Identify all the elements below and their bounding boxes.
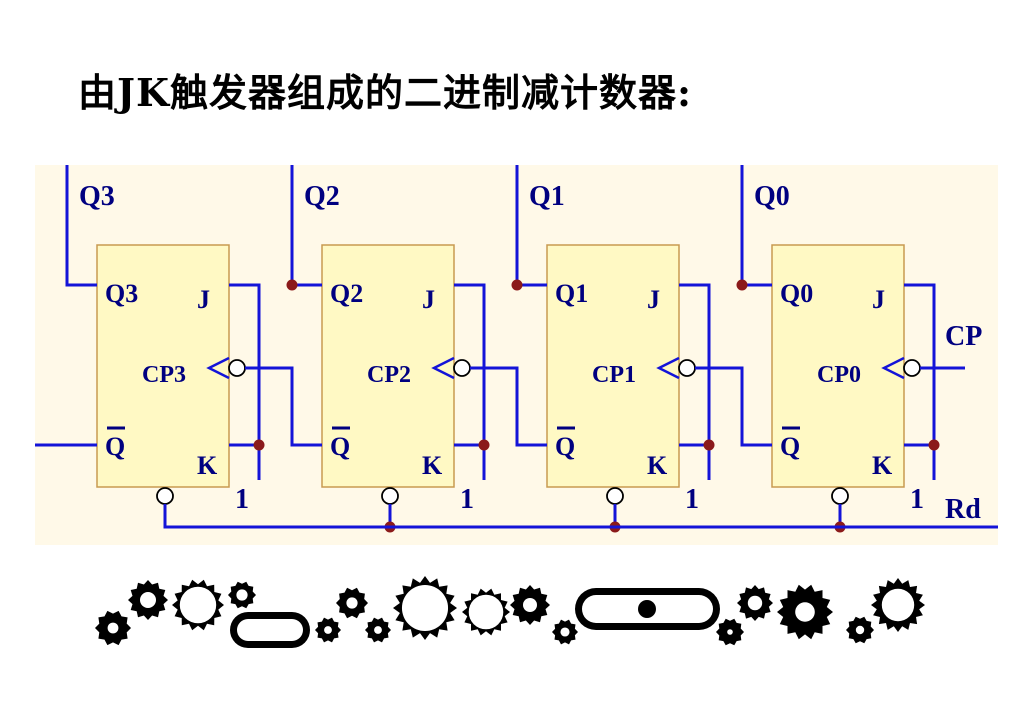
gear-icon xyxy=(336,587,368,619)
q-label: Q1 xyxy=(555,279,588,308)
junction-dot xyxy=(253,439,265,451)
gear-icon xyxy=(462,588,510,636)
j-tie-wire xyxy=(679,283,711,480)
reset-inversion-bubble xyxy=(156,487,174,505)
junction-dot xyxy=(511,279,523,291)
gear-icon xyxy=(871,578,925,632)
logic-one-label: 1 xyxy=(460,484,474,515)
qbar-to-clock-wire xyxy=(245,366,322,447)
gear-icon xyxy=(777,584,833,640)
qbar-label: Q xyxy=(330,432,350,461)
qbar-to-clock-wire xyxy=(470,366,547,447)
j-label: J xyxy=(422,285,435,314)
output-label-q3: Q3 xyxy=(79,181,115,212)
gear-icon xyxy=(315,617,341,643)
clock-input-label: CP xyxy=(945,321,982,352)
junction-dot xyxy=(478,439,490,451)
j-label: J xyxy=(872,285,885,314)
reset-input-label: Rd xyxy=(945,494,981,525)
j-tie-wire xyxy=(904,283,936,480)
reset-inversion-bubble xyxy=(831,487,849,505)
qbar-to-clock-wire xyxy=(695,366,772,447)
junction-dot xyxy=(736,279,748,291)
k-label: K xyxy=(197,451,218,480)
logic-one-label: 1 xyxy=(235,484,249,515)
j-label: J xyxy=(197,285,210,314)
qbar-label: Q xyxy=(105,432,125,461)
k-label: K xyxy=(422,451,443,480)
gear-icon xyxy=(95,610,131,646)
junction-dot xyxy=(928,439,940,451)
gear-decoration xyxy=(95,576,925,648)
flip-flop-q0 xyxy=(771,244,905,488)
flip-flop-q3 xyxy=(96,244,230,488)
clock-edge-marker xyxy=(656,356,680,380)
page-title: 由JK触发器组成的二进制减计数器: xyxy=(78,70,693,115)
clock-inversion-bubble xyxy=(903,359,921,377)
junction-dot xyxy=(286,279,298,291)
clock-edge-marker xyxy=(881,356,905,380)
reset-bus-wire xyxy=(163,504,998,529)
gear-icon xyxy=(716,618,744,646)
j-tie-wire xyxy=(454,283,486,480)
qbar-label: Q xyxy=(780,432,800,461)
cp-label: CP3 xyxy=(142,362,186,388)
output-label-q0: Q0 xyxy=(754,181,790,212)
j-tie-wire xyxy=(229,283,261,480)
clock-inversion-bubble xyxy=(228,359,246,377)
gear-icon xyxy=(365,617,391,643)
k-label: K xyxy=(647,451,668,480)
logic-one-label: 1 xyxy=(910,484,924,515)
reset-inversion-bubble xyxy=(381,487,399,505)
q-label: Q0 xyxy=(780,279,813,308)
clock-edge-marker xyxy=(431,356,455,380)
q-label: Q2 xyxy=(330,279,363,308)
k-label: K xyxy=(872,451,893,480)
junction-dot xyxy=(703,439,715,451)
gear-icon xyxy=(552,619,578,645)
qbar-label: Q xyxy=(555,432,575,461)
gear-icon xyxy=(510,585,550,625)
output-label-q1: Q1 xyxy=(529,181,565,212)
reset-inversion-bubble xyxy=(606,487,624,505)
j-label: J xyxy=(647,285,660,314)
gear-icon xyxy=(737,585,773,621)
gear-icon xyxy=(228,581,256,609)
gear-icon xyxy=(393,576,457,640)
chain-icon xyxy=(230,612,310,648)
cp-label: CP1 xyxy=(592,362,636,388)
flip-flop-q1 xyxy=(546,244,680,488)
gear-icon xyxy=(128,580,168,620)
gear-icon xyxy=(846,616,874,644)
logic-one-label: 1 xyxy=(685,484,699,515)
output-label-q2: Q2 xyxy=(304,181,340,212)
clock-edge-marker xyxy=(206,356,230,380)
clock-inversion-bubble xyxy=(453,359,471,377)
q-output-wire xyxy=(65,165,97,287)
clock-inversion-bubble xyxy=(678,359,696,377)
flip-flop-q2 xyxy=(321,244,455,488)
chain-pin xyxy=(638,600,656,618)
cp-label: CP0 xyxy=(817,362,861,388)
q-label: Q3 xyxy=(105,279,138,308)
gear-icon xyxy=(172,579,224,631)
cp-label: CP2 xyxy=(367,362,411,388)
